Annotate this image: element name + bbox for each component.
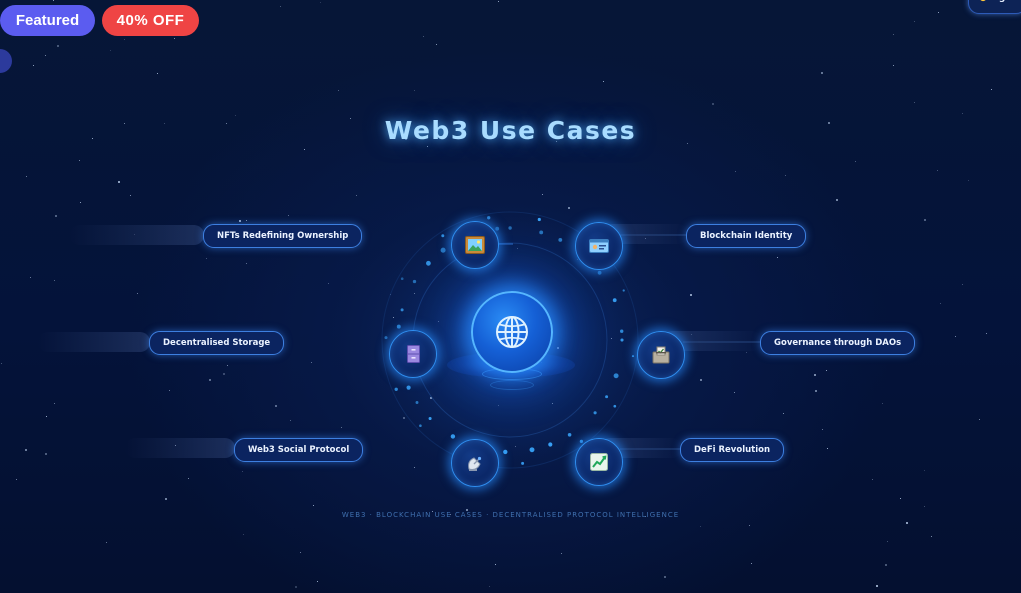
orbit-dot	[400, 277, 404, 281]
orbit-dot	[521, 461, 525, 465]
orbit-dot	[537, 217, 541, 222]
orbit-dot	[441, 234, 445, 238]
orbit-dot	[503, 449, 508, 455]
node-nfts[interactable]	[451, 221, 499, 269]
orbit-dot	[508, 226, 512, 230]
orbit-dot	[612, 298, 617, 303]
orbit-dot	[597, 270, 602, 275]
orbit-dot	[539, 230, 544, 235]
orbit-dot	[487, 216, 491, 220]
footer-tagline: WEB3 · BLOCKCHAIN USE CASES · DECENTRALI…	[341, 511, 680, 519]
node-dao[interactable]	[637, 331, 685, 379]
orbit-dot	[384, 336, 388, 340]
orbit-ring-outer	[381, 211, 639, 469]
orbit-dot	[620, 329, 624, 333]
file-cabinet-icon	[406, 345, 420, 363]
node-defi[interactable]	[575, 438, 623, 486]
orbit-dot	[579, 439, 584, 444]
orbit-dot	[419, 424, 422, 428]
orbit-dot	[440, 247, 446, 253]
sun-icon: ●	[979, 0, 987, 13]
globe-icon	[496, 316, 528, 348]
orbit-dot	[558, 237, 563, 242]
id-card-icon	[589, 239, 609, 253]
orbit-dot	[529, 447, 535, 453]
orbit-dot	[605, 395, 609, 399]
orbit-dot	[567, 433, 572, 437]
use-case-label-storage[interactable]: Decentralised Storage	[149, 331, 285, 355]
orbit-dot	[406, 385, 411, 390]
use-case-label-nfts[interactable]: NFTs Redefining Ownership	[203, 224, 363, 248]
orbit-dot	[400, 308, 404, 312]
hub-platform-ring-lower	[490, 380, 534, 390]
orbit-dot	[450, 434, 456, 439]
page-title: Web3 Use Cases	[384, 116, 637, 145]
label-trail-nfts	[70, 225, 204, 245]
central-hub[interactable]	[471, 291, 553, 373]
side-menu-handle[interactable]	[0, 49, 12, 73]
label-trail-social	[125, 438, 235, 458]
node-storage[interactable]	[389, 330, 437, 378]
orbit-dot	[613, 404, 617, 408]
orbit-dot	[548, 442, 553, 447]
label-trail-storage	[38, 332, 150, 352]
use-case-label-social[interactable]: Web3 Social Protocol	[234, 438, 364, 462]
orbit-dot	[412, 279, 417, 284]
featured-badge[interactable]: Featured	[0, 5, 95, 36]
discount-badge[interactable]: 40% OFF	[102, 5, 199, 36]
orbit-dot	[426, 260, 431, 266]
orbit-dot	[631, 355, 635, 358]
chart-increasing-icon	[590, 453, 608, 471]
use-case-label-identity[interactable]: Blockchain Identity	[686, 224, 807, 248]
use-case-label-dao[interactable]: Governance through DAOs	[760, 331, 916, 355]
ballot-box-icon	[652, 346, 670, 364]
label-trail-dao	[662, 331, 762, 351]
orbit-dot	[415, 401, 419, 404]
node-identity[interactable]	[575, 222, 623, 270]
theme-toggle-label: Light	[990, 0, 1016, 13]
orbit-dot	[396, 324, 401, 329]
node-social[interactable]	[451, 439, 499, 487]
satellite-dish-icon	[468, 456, 482, 471]
orbit-dot	[394, 387, 398, 391]
theme-toggle-button[interactable]: ● Light	[968, 0, 1021, 14]
framed-picture-icon	[465, 236, 485, 254]
orbit-dot	[622, 289, 625, 292]
orbit-dot	[495, 226, 500, 231]
orbit-dot	[620, 338, 624, 342]
use-case-label-defi[interactable]: DeFi Revolution	[680, 438, 785, 462]
orbit-dot	[428, 416, 432, 421]
orbit-dot	[593, 411, 597, 415]
orbit-dot	[613, 373, 619, 379]
